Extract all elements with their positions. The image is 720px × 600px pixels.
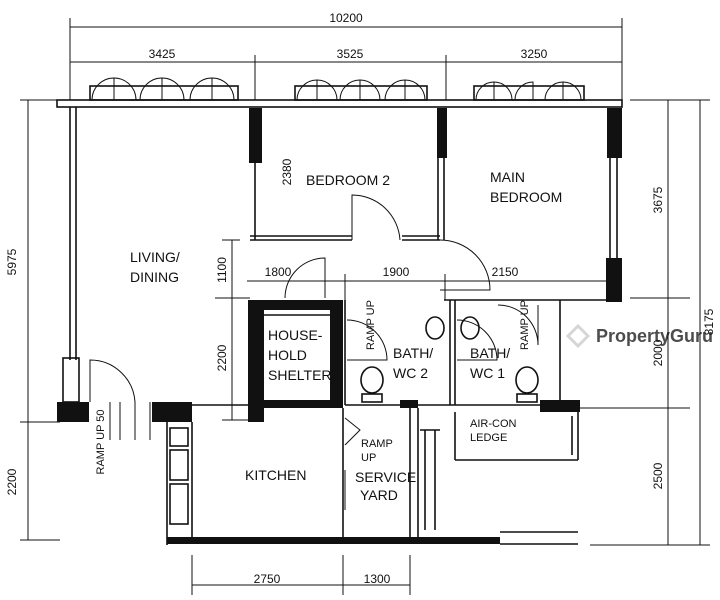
room-bath2-line1: BATH/ xyxy=(393,345,433,361)
ramp-labels: RAMP UP RAMP UP RAMP UP 50 RAMP UP xyxy=(95,300,531,474)
room-main-bedroom-line2: BEDROOM xyxy=(490,189,562,205)
dim-right-lower: 2500 xyxy=(651,462,665,489)
dim-right-upper: 3675 xyxy=(651,186,665,213)
dim-inner-1800: 1800 xyxy=(265,265,292,279)
dimension-labels: 10200 3425 3525 3250 5975 2200 3675 2000… xyxy=(5,11,716,586)
room-living-line2: DINING xyxy=(130,269,179,285)
room-kitchen: KITCHEN xyxy=(245,467,306,483)
room-main-bedroom-line1: MAIN xyxy=(490,169,525,185)
basin-icon xyxy=(425,316,445,340)
ramp-up-bath2: RAMP UP xyxy=(365,300,377,350)
toilet-icon xyxy=(515,366,539,394)
fixtures xyxy=(360,316,539,403)
watermark: PropertyGuru xyxy=(565,323,713,349)
propertyguru-logo-icon xyxy=(565,323,591,349)
ramp-up-50: RAMP UP 50 xyxy=(95,409,107,474)
dim-bottom-left: 2750 xyxy=(254,572,281,586)
room-bath1-line1: BATH/ xyxy=(470,345,510,361)
room-aircon-line1: AIR-CON xyxy=(470,418,517,430)
dim-top-mid: 3525 xyxy=(337,47,364,61)
dim-inner-2380: 2380 xyxy=(280,158,294,185)
walls xyxy=(56,99,623,545)
dim-top-right: 3250 xyxy=(521,47,548,61)
dim-left-lower: 2200 xyxy=(5,468,19,495)
ramp-service-line2: UP xyxy=(361,452,376,464)
dim-inner-2200: 2200 xyxy=(215,344,229,371)
dimension-lines xyxy=(20,18,710,595)
room-aircon-line2: LEDGE xyxy=(470,432,507,444)
room-shelter-line2: HOLD xyxy=(268,347,307,363)
room-bedroom-2: BEDROOM 2 xyxy=(306,172,390,188)
ramp-up-bath1: RAMP UP xyxy=(519,300,531,350)
room-shelter-line1: HOUSE- xyxy=(268,327,323,343)
doors xyxy=(89,194,539,510)
room-shelter-line3: SHELTER xyxy=(268,367,332,383)
room-service-line1: SERVICE xyxy=(355,469,416,485)
dim-right-total: 8175 xyxy=(702,308,716,335)
room-living-line1: LIVING/ xyxy=(130,249,180,265)
room-labels: BEDROOM 2 MAIN BEDROOM LIVING/ DINING HO… xyxy=(130,169,562,503)
ramp-service-line1: RAMP xyxy=(361,438,393,450)
basin-icon xyxy=(460,316,480,340)
dim-left-upper: 5975 xyxy=(5,248,19,275)
dim-right-mid: 2000 xyxy=(651,339,665,366)
dim-inner-1100: 1100 xyxy=(215,257,229,283)
dim-bottom-right: 1300 xyxy=(364,572,391,586)
dim-inner-2150: 2150 xyxy=(492,265,519,279)
dim-top-left: 3425 xyxy=(149,47,176,61)
toilet-icon xyxy=(360,366,384,394)
room-bath1-line2: WC 1 xyxy=(470,365,505,381)
room-bath2-line2: WC 2 xyxy=(393,365,428,381)
room-service-line2: YARD xyxy=(360,487,398,503)
windows xyxy=(89,77,585,101)
watermark-text: PropertyGuru xyxy=(596,326,713,346)
dim-inner-1900: 1900 xyxy=(383,265,410,279)
dim-top-total: 10200 xyxy=(329,11,363,25)
